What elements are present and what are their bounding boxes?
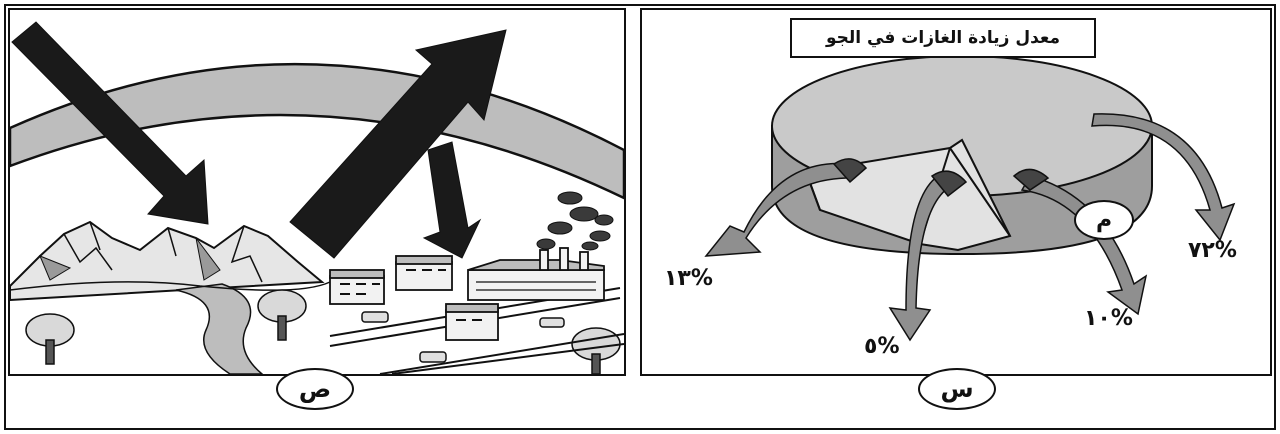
- callout-label-m: م: [1074, 200, 1134, 240]
- panel-label-left: ص: [276, 368, 354, 410]
- factory-icon: [468, 248, 604, 300]
- percent-label-72: %٧٢: [1188, 238, 1237, 263]
- percent-label-5: %٥: [864, 334, 899, 359]
- percent-label-10: %١٠: [1084, 306, 1133, 331]
- smoke-icon: [537, 192, 613, 250]
- chart-title: معدل زيادة الغازات في الجو: [790, 18, 1096, 58]
- arrow-down-to-factory: [424, 142, 480, 258]
- river: [176, 284, 262, 374]
- mountain-icon: [10, 222, 322, 300]
- panel-label-right: س: [918, 368, 996, 410]
- percent-label-13: %١٣: [664, 266, 713, 291]
